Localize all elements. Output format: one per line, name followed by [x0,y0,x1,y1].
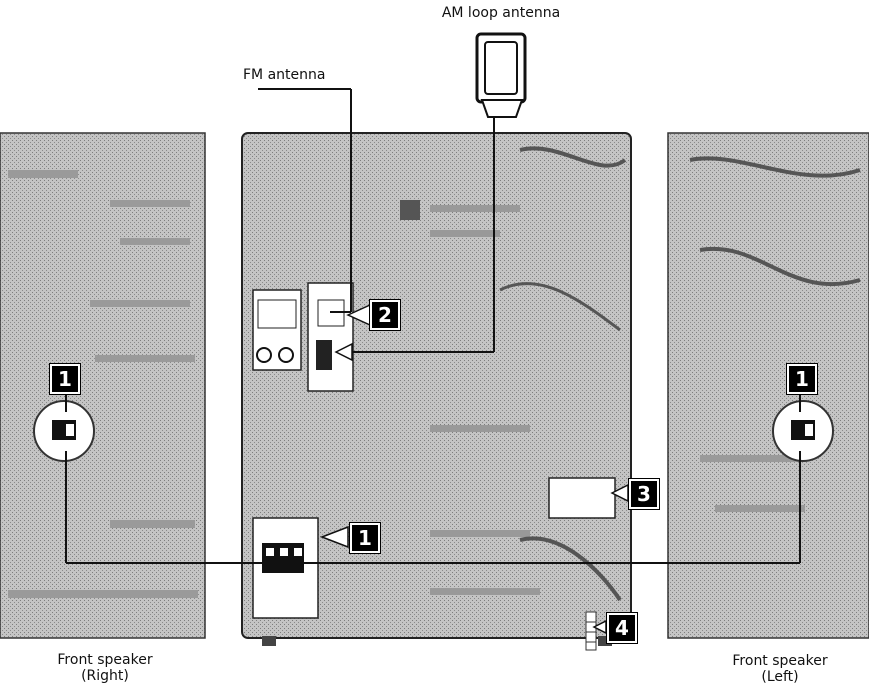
power-cord [586,612,596,650]
front-speaker-left-label-line1: Front speaker [700,653,860,669]
voltage-selector [549,478,615,518]
front-speaker-left-label-line2: (Left) [700,669,860,685]
front-speaker-right-label: Front speaker (Right) [25,652,185,684]
step-badge-power-cord: 4 [607,613,637,643]
step-badge-voltage-selector: 3 [629,479,659,509]
antenna-terminal [308,283,353,391]
step-badge-antenna-terminal: 2 [370,300,400,330]
step-badge-speaker-terminal: 1 [350,523,380,553]
main-unit-rear-panel [242,133,631,650]
step-badge-speaker-left: 1 [787,364,817,394]
front-speaker-left-label: Front speaker (Left) [700,653,860,685]
front-speaker-right-label-line2: (Right) [25,668,185,684]
step-badge-speaker-right: 1 [50,364,80,394]
front-speaker-right-label-line1: Front speaker [25,652,185,668]
fm-antenna-label: FM antenna [243,67,383,83]
am-loop-antenna-label: AM loop antenna [411,5,591,21]
